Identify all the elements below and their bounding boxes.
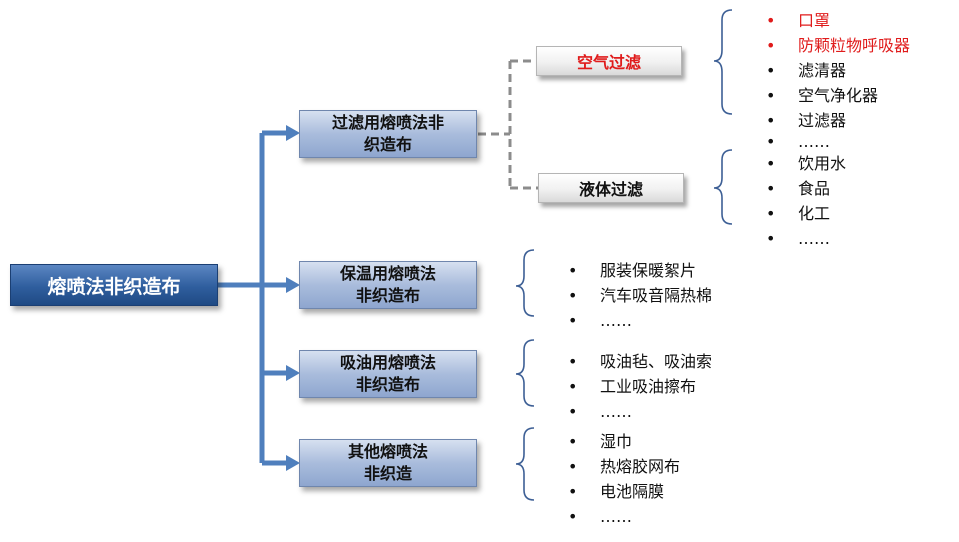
category-label-line1: 其他熔喷法: [347, 442, 428, 461]
bullet-icon: •: [568, 286, 578, 305]
list-item: •滤清器: [766, 58, 910, 83]
category-insulation: 保温用熔喷法 非织造布: [299, 261, 477, 309]
tree-connectors: [218, 130, 288, 466]
list-item: •食品: [766, 176, 846, 201]
root-node: 熔喷法非织造布: [10, 264, 218, 306]
bullet-icon: •: [766, 179, 776, 198]
bullet-icon: •: [568, 457, 578, 476]
oil-absorption-items: •吸油毡、吸油索 •工业吸油擦布 •……: [568, 349, 712, 424]
list-item: •饮用水: [766, 151, 846, 176]
bullet-icon: •: [766, 36, 776, 55]
bullet-icon: •: [766, 132, 776, 151]
category-label-line2: 织造布: [363, 135, 412, 154]
bullet-icon: •: [766, 111, 776, 130]
air-filtration-items: •口罩 •防颗粒物呼吸器 •滤清器 •空气净化器 •过滤器 •……: [766, 8, 910, 151]
bullet-icon: •: [766, 11, 776, 30]
category-label-line1: 过滤用熔喷法非: [331, 113, 444, 132]
dashed-branch: [478, 59, 538, 190]
arrow-heads: [286, 125, 300, 471]
subgroup-label: 液体过滤: [578, 180, 643, 199]
category-other: 其他熔喷法 非织造: [299, 439, 477, 487]
category-filtration: 过滤用熔喷法非 织造布: [299, 110, 477, 158]
subgroup-label: 空气过滤: [576, 53, 641, 72]
root-label: 熔喷法非织造布: [47, 275, 181, 298]
bullet-icon: •: [766, 61, 776, 80]
bullet-icon: •: [568, 261, 578, 280]
subgroup-air-filtration: 空气过滤: [536, 46, 682, 76]
list-item: •口罩: [766, 8, 910, 33]
category-label-line1: 保温用熔喷法: [339, 264, 436, 283]
list-item: •化工: [766, 201, 846, 226]
list-item: •……: [766, 132, 830, 151]
list-item: •工业吸油擦布: [568, 374, 712, 399]
category-label-line2: 非织造布: [355, 286, 420, 305]
bullet-icon: •: [568, 352, 578, 371]
list-item: •湿巾: [568, 429, 680, 454]
other-items: •湿巾 •热熔胶网布 •电池隔膜 •……: [568, 429, 680, 529]
list-item: •汽车吸音隔热棉: [568, 283, 712, 308]
bullet-icon: •: [568, 311, 578, 330]
bullet-icon: •: [568, 377, 578, 396]
bullet-icon: •: [568, 482, 578, 501]
category-label-line2: 非织造: [363, 464, 412, 483]
bullet-icon: •: [568, 402, 578, 421]
bullet-icon: •: [568, 507, 578, 526]
insulation-items: •服装保暖絮片 •汽车吸音隔热棉 •……: [568, 258, 712, 333]
list-item: •热熔胶网布: [568, 454, 680, 479]
list-item: •……: [568, 504, 680, 529]
category-oil-absorption: 吸油用熔喷法 非织造布: [299, 350, 477, 398]
list-item: •……: [568, 308, 712, 333]
list-item: •过滤器: [766, 108, 910, 133]
subgroup-liquid-filtration: 液体过滤: [538, 173, 684, 203]
list-item: •防颗粒物呼吸器: [766, 33, 910, 58]
list-item: •……: [568, 399, 712, 424]
item-brackets: [515, 9, 733, 501]
list-item: •吸油毡、吸油索: [568, 349, 712, 374]
list-item: •空气净化器: [766, 83, 910, 108]
bullet-icon: •: [766, 86, 776, 105]
list-item: •服装保暖絮片: [568, 258, 712, 283]
list-item: •……: [766, 226, 846, 251]
bullet-icon: •: [568, 432, 578, 451]
category-label-line2: 非织造布: [355, 375, 420, 394]
bullet-icon: •: [766, 154, 776, 173]
list-item: •电池隔膜: [568, 479, 680, 504]
liquid-filtration-items: •饮用水 •食品 •化工 •……: [766, 151, 846, 251]
bullet-icon: •: [766, 204, 776, 223]
category-label-line1: 吸油用熔喷法: [339, 353, 436, 372]
bullet-icon: •: [766, 229, 776, 248]
